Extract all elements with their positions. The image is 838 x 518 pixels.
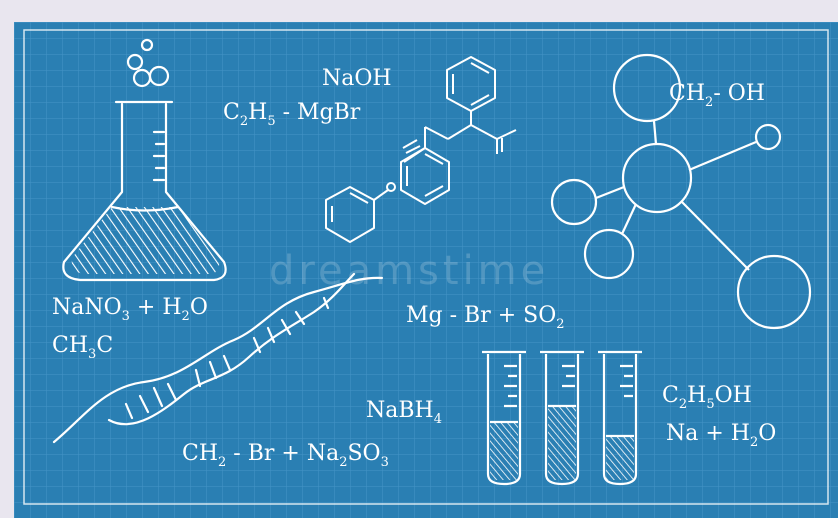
test-tubes-drawing [482,350,642,486]
formula-naoh: NaOH [322,66,392,91]
organic-structure-drawing [325,56,517,243]
blueprint-drawing: dreamstime NaOH C2H5 - MgBr [14,22,838,518]
formula-ch2-oh: CH2- OH [669,81,765,110]
erlenmeyer-flask-drawing [62,38,227,282]
formula-ch2-br-na2so3: CH2 - Br + Na2SO3 [182,441,389,470]
formula-ethanol: C2H5OH [662,383,752,412]
formula-nabh4: NaBH4 [366,398,442,427]
chemistry-blueprint-board: dreamstime NaOH C2H5 - MgBr [14,22,838,518]
formula-ch3c: CH3C [52,333,113,362]
formula-mg-br-so2: Mg - Br + SO2 [406,303,565,332]
molecule-model-drawing [550,53,812,330]
inner-border [23,29,829,505]
formula-nano3: NaNO3 + H2O [52,295,208,324]
watermark-text: dreamstime [269,248,549,294]
formula-grignard: C2H5 - MgBr [223,100,361,129]
formula-na-h2o: Na + H2O [666,421,776,450]
dna-helix-drawing [52,272,384,444]
